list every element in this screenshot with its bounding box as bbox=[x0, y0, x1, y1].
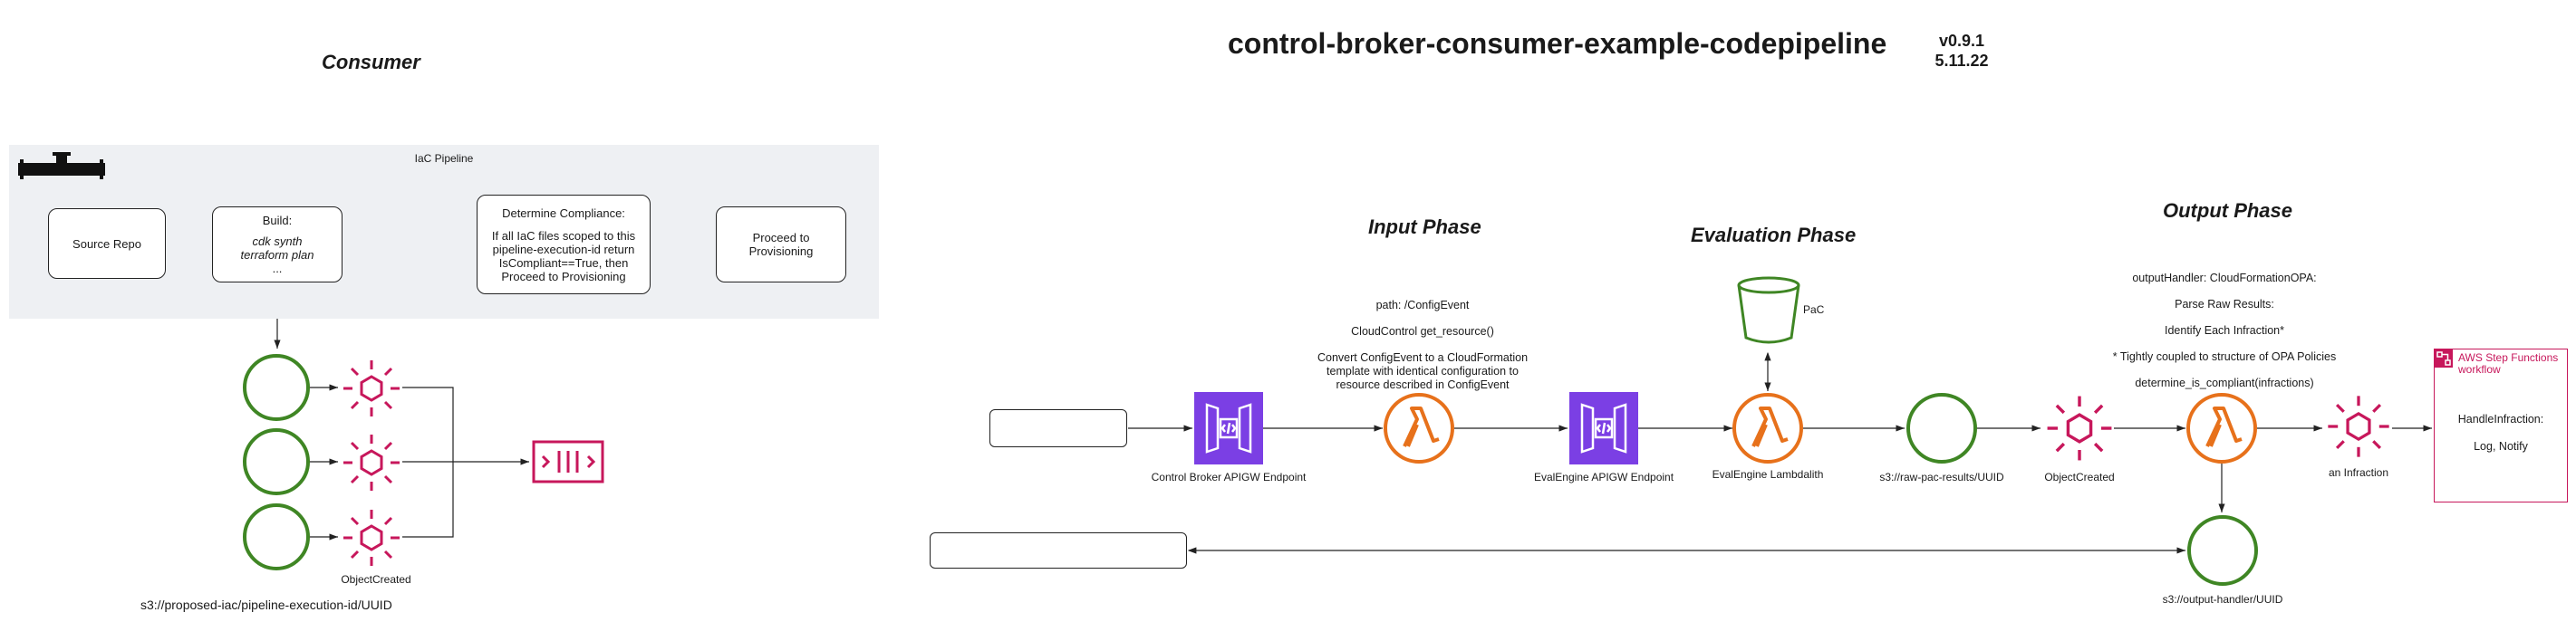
output-bucket-label: s3://output-handler/UUID bbox=[2162, 593, 2283, 606]
evaluation-phase-title: Evaluation Phase bbox=[1691, 224, 1857, 246]
bucket-icon bbox=[243, 428, 310, 495]
version-number: v0.9.1 bbox=[1938, 32, 1985, 50]
output-note-identify: Identify Each Infraction* bbox=[2164, 324, 2285, 337]
source-repo-label: Source Repo bbox=[72, 236, 141, 251]
determine-compliance-box: Determine Compliance: If all IaC files s… bbox=[477, 195, 651, 294]
input-note-cloudcontrol: CloudControl get_resource() bbox=[1351, 325, 1494, 338]
build-item-cdk: cdk synth bbox=[252, 234, 303, 248]
output-note-determine: determine_is_compliant(infractions) bbox=[2135, 377, 2314, 389]
determine-title: Determine Compliance: bbox=[502, 206, 625, 220]
determine-body: If all IaC files scoped to this pipeline… bbox=[491, 228, 636, 283]
lambdalith-label: EvalEngine Lambdalith bbox=[1712, 468, 1824, 481]
consumer-bucket-path: s3://proposed-iac/pipeline-execution-id/… bbox=[140, 598, 392, 612]
input-phase-notes: path: /ConfigEvent CloudControl get_reso… bbox=[1309, 299, 1536, 392]
edge-event3-queue bbox=[402, 462, 454, 538]
bucket-icon bbox=[243, 503, 310, 570]
source-repo-box: Source Repo bbox=[48, 208, 166, 279]
api-gateway-icon bbox=[1569, 392, 1638, 464]
version-label: v0.9.1 5.11.22 bbox=[1925, 31, 1998, 71]
config-event-input-box bbox=[989, 409, 1127, 447]
proceed-label: Proceed to Provisioning bbox=[748, 231, 814, 258]
step-functions-title: AWS Step Functions workflow bbox=[2458, 351, 2559, 376]
pac-label: PaC bbox=[1803, 303, 1825, 316]
step-functions-box: AWS Step Functions workflow HandleInfrac… bbox=[2434, 349, 2568, 502]
iac-pipeline-label: IaC Pipeline bbox=[414, 152, 474, 165]
queue-icon bbox=[532, 440, 604, 483]
step-functions-icon bbox=[2435, 349, 2453, 368]
eval-endpoint-label: EvalEngine APIGW Endpoint bbox=[1533, 471, 1674, 483]
consumer-result-box bbox=[930, 532, 1187, 569]
lambda-icon bbox=[1384, 393, 1454, 464]
output-note-coupled: * Tightly coupled to structure of OPA Po… bbox=[2112, 350, 2337, 363]
step-functions-body-line2: Log, Notify bbox=[2474, 440, 2528, 453]
lambda-icon bbox=[1732, 393, 1803, 464]
output-object-created-label: ObjectCreated bbox=[2044, 471, 2115, 483]
build-item-terraform: terraform plan bbox=[240, 248, 314, 262]
api-gateway-icon bbox=[1194, 392, 1263, 464]
step-functions-body-line1: HandleInfraction: bbox=[2457, 413, 2544, 426]
event-icon bbox=[2047, 396, 2112, 461]
output-phase-title: Output Phase bbox=[2163, 199, 2293, 222]
input-note-convert: Convert ConfigEvent to a CloudFormation … bbox=[1317, 351, 1529, 391]
lambda-icon bbox=[2186, 393, 2257, 464]
event-icon bbox=[343, 510, 400, 566]
event-icon bbox=[343, 435, 400, 491]
input-note-path: path: /ConfigEvent bbox=[1375, 299, 1470, 311]
pipeline-icon bbox=[18, 150, 105, 187]
event-icon bbox=[343, 360, 400, 416]
output-phase-notes: outputHandler: CloudFormationOPA: Parse … bbox=[2111, 272, 2338, 390]
build-box: Build: cdk synth terraform plan ... bbox=[212, 206, 343, 282]
input-phase-title: Input Phase bbox=[1368, 215, 1481, 238]
raw-results-bucket-label: s3://raw-pac-results/UUID bbox=[1879, 471, 2004, 483]
consumer-title: Consumer bbox=[322, 51, 420, 73]
page-title: control-broker-consumer-example-codepipe… bbox=[1228, 27, 1887, 60]
s3-bucket-icon bbox=[1737, 276, 1800, 344]
edge-event1-queue bbox=[402, 387, 454, 462]
build-item-ellipsis: ... bbox=[272, 262, 283, 275]
build-title: Build: bbox=[262, 214, 293, 227]
bucket-icon bbox=[243, 354, 310, 421]
consumer-object-created-label: ObjectCreated bbox=[341, 573, 411, 586]
bucket-icon bbox=[2187, 515, 2258, 586]
bucket-icon bbox=[1906, 393, 1977, 464]
output-note-parse: Parse Raw Results: bbox=[2175, 298, 2274, 311]
cb-endpoint-label: Control Broker APIGW Endpoint bbox=[1151, 471, 1307, 483]
version-date: 5.11.22 bbox=[1934, 52, 1989, 70]
infraction-label: an Infraction bbox=[2328, 466, 2389, 479]
output-note-handler: outputHandler: CloudFormationOPA: bbox=[2132, 272, 2317, 284]
event-icon bbox=[2328, 396, 2389, 457]
proceed-box: Proceed to Provisioning bbox=[716, 206, 846, 282]
